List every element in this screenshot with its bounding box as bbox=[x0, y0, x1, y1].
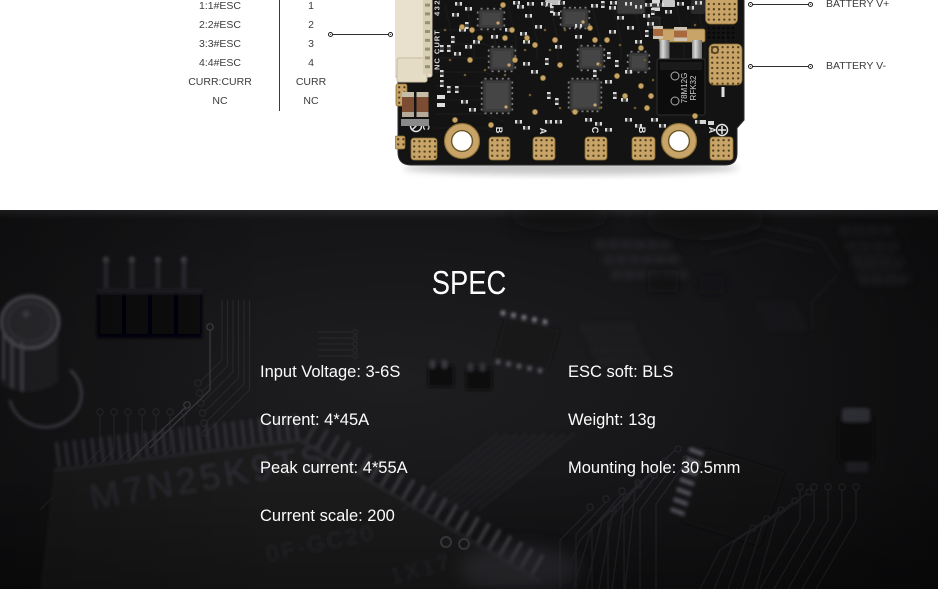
svg-text:A: A bbox=[707, 127, 717, 134]
svg-text:C: C bbox=[590, 127, 600, 134]
svg-text:C: C bbox=[421, 124, 431, 131]
svg-text:B: B bbox=[494, 127, 504, 134]
svg-text:78M12G: 78M12G bbox=[680, 73, 689, 104]
svg-text:RFK32: RFK32 bbox=[689, 75, 698, 100]
svg-text:A: A bbox=[538, 128, 548, 135]
svg-text:4321: 4321 bbox=[433, 0, 442, 16]
svg-text:NC CURT: NC CURT bbox=[433, 29, 442, 70]
svg-text:B: B bbox=[637, 127, 647, 134]
